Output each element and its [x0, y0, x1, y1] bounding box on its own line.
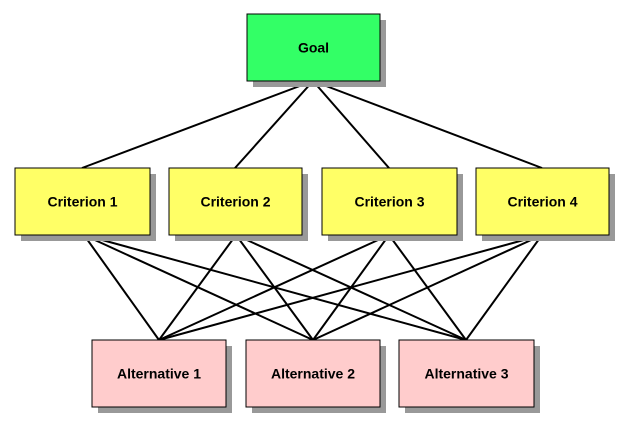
goal-box: [246, 13, 381, 82]
criterion-alternative-edge: [158, 234, 390, 341]
alternative-label: Alternative 1: [117, 366, 201, 382]
alternative-label: Alternative 2: [271, 366, 355, 382]
criterion-box: [475, 167, 610, 236]
criterion-label: Criterion 3: [354, 194, 424, 210]
criterion-node-2: Criterion 2: [168, 167, 308, 241]
criterion-alternative-edge: [312, 234, 543, 341]
goal-node: Goal: [246, 13, 386, 87]
criterion-label: Criterion 1: [47, 194, 117, 210]
criterion-alternative-edge: [83, 234, 160, 341]
alternative-label: Alternative 3: [424, 366, 508, 382]
criterion-box: [168, 167, 303, 236]
criterion-label: Criterion 2: [200, 194, 270, 210]
alternative-box: [398, 339, 535, 408]
alternative-box: [91, 339, 227, 408]
criterion-alternative-edge: [158, 234, 543, 341]
criterion-node-1: Criterion 1: [14, 167, 156, 241]
alternative-box: [245, 339, 381, 408]
criterion-alternative-edge: [465, 234, 543, 341]
alternative-node-3: Alternative 3: [398, 339, 540, 413]
criterion-node-4: Criterion 4: [475, 167, 615, 241]
alternative-node-2: Alternative 2: [245, 339, 386, 413]
criterion-node-3: Criterion 3: [321, 167, 463, 241]
criterion-alternative-edge: [158, 234, 237, 341]
criterion-label: Criterion 4: [507, 194, 577, 210]
goal-criterion-edge: [312, 80, 543, 169]
goal-criterion-edge: [81, 80, 314, 169]
edges: [81, 80, 543, 341]
criterion-box: [321, 167, 458, 236]
alternative-node-1: Alternative 1: [91, 339, 232, 413]
criterion-box: [14, 167, 151, 236]
goal-criterion-edge: [312, 80, 390, 169]
goal-label: Goal: [298, 40, 329, 56]
goal-criterion-edge: [234, 80, 314, 169]
